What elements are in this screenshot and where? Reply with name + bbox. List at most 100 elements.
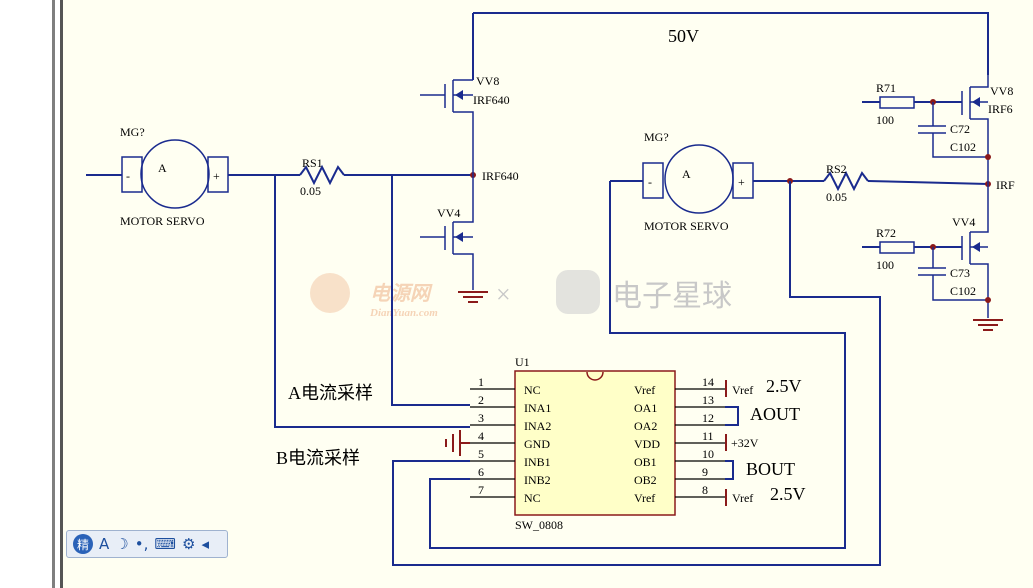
ic-pin-number: 1 bbox=[478, 375, 484, 389]
sheet-border bbox=[60, 0, 63, 588]
vv4-right-designator: VV4 bbox=[952, 215, 975, 229]
vref-bot-port: Vref bbox=[732, 491, 753, 505]
supply-rail-50v bbox=[473, 12, 989, 75]
ic-notch bbox=[586, 371, 604, 381]
vv8-left-value: IRF640 bbox=[473, 93, 510, 107]
c73-designator: C73 bbox=[950, 266, 970, 280]
ic-pin-name: OB2 bbox=[634, 473, 657, 487]
right-motor-value: MOTOR SERVO bbox=[644, 219, 729, 233]
rs1-designator: RS1 bbox=[302, 156, 323, 170]
ic-pin-name: VDD bbox=[634, 437, 660, 451]
ic-pin-number: 12 bbox=[702, 411, 714, 425]
vref-bot-value: 2.5V bbox=[770, 484, 806, 504]
watermark-separator: × bbox=[496, 280, 511, 309]
watermark: 电源网 DianYuan.com × 电子星球 bbox=[310, 270, 732, 319]
left-motor-minus: - bbox=[126, 169, 130, 183]
rs1-resistor[interactable] bbox=[299, 164, 345, 186]
vv8-right-value: IRF6 bbox=[988, 102, 1013, 116]
ic-u1[interactable]: U1 SW_0808 bbox=[514, 355, 676, 532]
wire-sense-b2 bbox=[429, 181, 846, 549]
rs2-designator: RS2 bbox=[826, 162, 847, 176]
ic-pin-number: 4 bbox=[478, 429, 484, 443]
wire-sense-a2 bbox=[274, 175, 470, 428]
ic-designator: U1 bbox=[515, 355, 530, 369]
c72-value: C102 bbox=[950, 140, 976, 154]
right-motor-terminal-minus bbox=[642, 162, 664, 199]
ic-pin-number: 5 bbox=[478, 447, 484, 461]
ic-pin-name: INA2 bbox=[524, 419, 551, 433]
r71-value: 100 bbox=[876, 113, 894, 127]
r71-designator: R71 bbox=[876, 81, 896, 95]
r72-resistor[interactable] bbox=[879, 241, 915, 254]
ic-pin-name: GND bbox=[524, 437, 550, 451]
ic-pin-number: 13 bbox=[702, 393, 714, 407]
vref-top-port: Vref bbox=[732, 383, 753, 397]
ic-pin-name: Vref bbox=[634, 383, 655, 397]
vv8-right-designator: VV8 bbox=[990, 84, 1013, 98]
left-motor-plus: + bbox=[213, 169, 220, 183]
ic-pin-name: OA2 bbox=[634, 419, 657, 433]
font-button[interactable]: A bbox=[99, 534, 110, 553]
supply-label: 50V bbox=[668, 26, 699, 46]
ic-pin-name: NC bbox=[524, 491, 541, 505]
r71-resistor[interactable] bbox=[879, 96, 915, 109]
punctuation-icon[interactable]: •, bbox=[134, 534, 149, 553]
right-motor-minus: - bbox=[648, 175, 652, 189]
ic-pin-name: INB1 bbox=[524, 455, 551, 469]
r72-value: 100 bbox=[876, 258, 894, 272]
left-motor[interactable]: - + A MG? MOTOR SERVO bbox=[86, 125, 229, 228]
ic-pin-number: 3 bbox=[478, 411, 484, 425]
wire-bout bbox=[725, 460, 734, 480]
collapse-arrow-icon[interactable]: ◂ bbox=[201, 534, 209, 553]
wire-aout bbox=[725, 406, 739, 426]
c73-value: C102 bbox=[950, 284, 976, 298]
ground-right-icon bbox=[973, 319, 1003, 331]
rs2-resistor[interactable] bbox=[823, 170, 869, 192]
ic-pin-number: 14 bbox=[702, 375, 714, 389]
ic-pin-number: 10 bbox=[702, 447, 714, 461]
mosfet-vv4-right[interactable]: R72 100 C73 C102 VV4 bbox=[862, 184, 991, 318]
ime-toolbar[interactable]: 精 A ☽ •, ⌨ ⚙ ◂ bbox=[66, 530, 228, 558]
wire-sense-a1 bbox=[391, 175, 470, 406]
left-motor-value: MOTOR SERVO bbox=[120, 214, 205, 228]
ic-pin-name: OA1 bbox=[634, 401, 657, 415]
vdd-port: +32V bbox=[731, 436, 759, 450]
mosfet-vv4-left[interactable]: VV4 bbox=[420, 175, 474, 290]
left-motor-body bbox=[140, 139, 210, 209]
ime-logo-icon[interactable]: 精 bbox=[73, 534, 93, 554]
mosfet-vv8-left[interactable]: VV8 IRF640 bbox=[420, 74, 510, 175]
watermark-site-en: DianYuan.com bbox=[369, 307, 438, 319]
q-mid-right-label: IRF bbox=[996, 178, 1015, 192]
watermark-partner: 电子星球 bbox=[612, 280, 732, 313]
rs2-value: 0.05 bbox=[826, 190, 847, 204]
right-motor-symbol: A bbox=[682, 167, 691, 181]
c73-capacitor[interactable] bbox=[918, 247, 988, 301]
keyboard-icon[interactable]: ⌨ bbox=[154, 534, 176, 553]
ic-pin-number: 11 bbox=[702, 429, 714, 443]
moon-icon[interactable]: ☽ bbox=[115, 534, 129, 553]
bout-label: BOUT bbox=[746, 459, 795, 479]
ic-pin-name: INB2 bbox=[524, 473, 551, 487]
ground-ic-icon bbox=[445, 430, 470, 456]
settings-gear-icon[interactable]: ⚙ bbox=[182, 534, 196, 553]
right-motor-designator: MG? bbox=[644, 130, 669, 144]
mosfet-vv8-right[interactable]: R71 100 C72 C102 VV8 IRF6 bbox=[862, 75, 1013, 184]
aout-label: AOUT bbox=[750, 404, 800, 424]
vref-top-value: 2.5V bbox=[766, 376, 802, 396]
right-motor[interactable]: - + A MG? MOTOR SERVO bbox=[610, 130, 754, 233]
ic-pin-number: 7 bbox=[478, 483, 484, 497]
left-motor-terminal-minus bbox=[121, 156, 143, 193]
c72-capacitor[interactable] bbox=[918, 102, 988, 158]
ground-left-icon bbox=[458, 291, 488, 303]
ic-pin-name: Vref bbox=[634, 491, 655, 505]
ic-pin-number: 9 bbox=[702, 465, 708, 479]
watermark-site-cn: 电源网 bbox=[370, 282, 433, 305]
planet-logo-icon bbox=[556, 270, 600, 314]
vv8-left-designator: VV8 bbox=[476, 74, 499, 88]
ic-pin-name: OB1 bbox=[634, 455, 657, 469]
rs1-value: 0.05 bbox=[300, 184, 321, 198]
right-motor-plus: + bbox=[738, 175, 745, 189]
